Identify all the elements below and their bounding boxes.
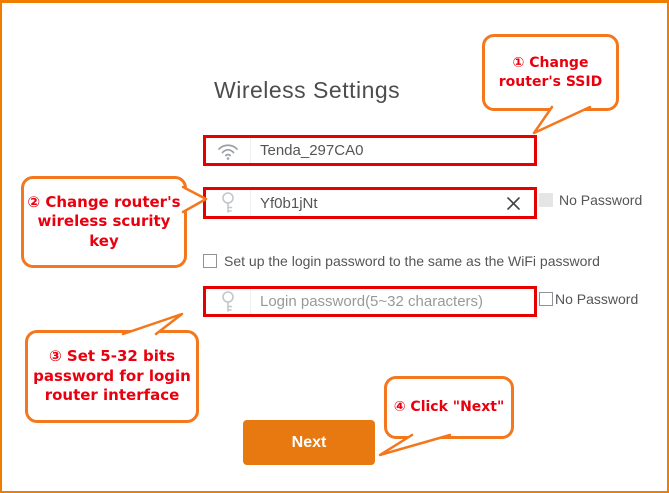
wifi-password-value: Yf0b1jNt: [260, 194, 318, 212]
wifi-no-password-label: No Password: [559, 192, 643, 208]
login-no-password-label: No Password: [555, 291, 639, 307]
next-button[interactable]: Next: [243, 420, 375, 465]
ssid-value: Tenda_297CA0: [260, 142, 364, 159]
login-password-input[interactable]: Login password(5~32 characters): [203, 286, 537, 317]
page-title: Wireless Settings: [214, 77, 401, 103]
key-icon: [206, 190, 251, 216]
wifi-no-password-row: No Password: [539, 192, 642, 208]
callout-set-login-password: ③ Set 5-32 bits password for login route…: [25, 330, 199, 423]
callout-click-next: ④ Click "Next": [384, 376, 514, 439]
login-no-password-row: No Password: [539, 291, 638, 307]
x-clear-icon[interactable]: [506, 196, 521, 211]
login-password-placeholder: Login password(5~32 characters): [260, 293, 484, 310]
callout-change-ssid: ① Change router's SSID: [482, 34, 619, 111]
key-icon: [206, 289, 251, 314]
wifi-no-password-checkbox[interactable]: [539, 193, 553, 207]
wifi-icon: [206, 138, 251, 163]
login-no-password-checkbox[interactable]: [539, 292, 553, 306]
callout-change-security-key: ② Change router's wireless scurity key: [21, 176, 187, 268]
same-password-checkbox[interactable]: [203, 254, 217, 268]
ssid-input[interactable]: Tenda_297CA0: [203, 135, 537, 166]
wifi-password-input[interactable]: Yf0b1jNt: [203, 187, 537, 219]
same-password-row: Set up the login password to the same as…: [203, 253, 600, 269]
same-password-label: Set up the login password to the same as…: [224, 253, 600, 269]
